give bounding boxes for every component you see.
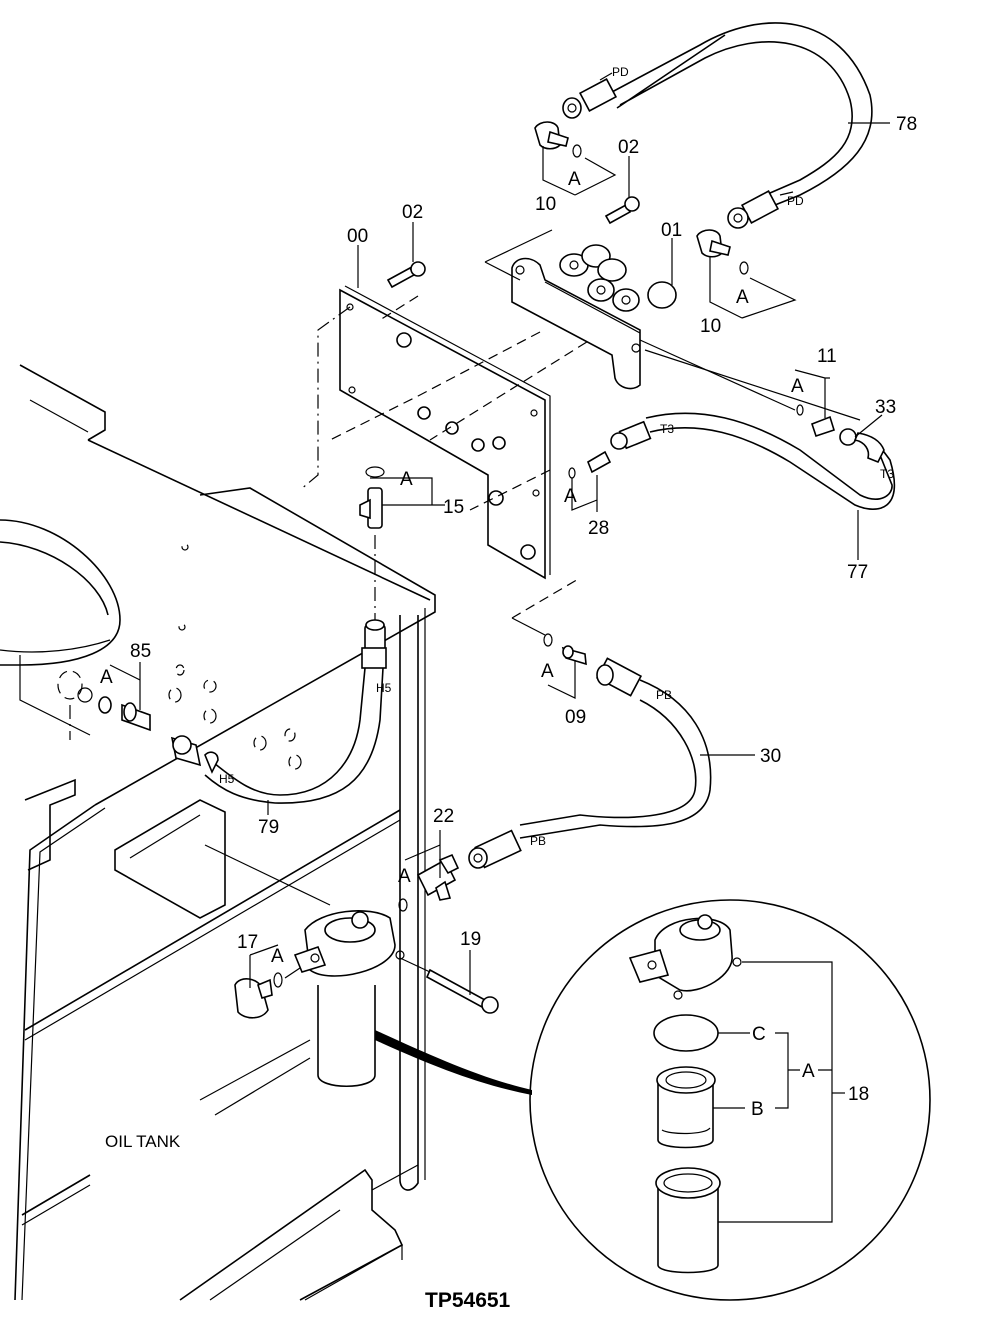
hose-code-t3-left: T3 [660,422,674,436]
mounting-plate [299,285,591,580]
letter-a-28: A [564,486,577,507]
plate-nuts [396,332,536,560]
tank-holes [168,543,302,770]
hose-30-fitting-top [595,657,643,697]
valve-ports [559,244,677,312]
letter-a-detail: A [802,1061,815,1082]
callout-78: 78 [896,114,917,135]
callout-18: 18 [848,1084,869,1105]
hose-78-fitting-top [562,78,618,119]
letter-a-09: A [541,661,554,682]
callout-85: 85 [130,641,151,662]
callout-02-left: 02 [402,202,423,223]
letter-a-15: A [400,469,413,490]
adapter-28 [568,450,612,479]
callout-79: 79 [258,817,279,838]
hose-78-fitting-bottom [727,190,780,229]
letter-b-detail: B [751,1099,764,1120]
valve-block [511,244,861,421]
callout-77: 77 [847,562,868,583]
callout-00: 00 [347,226,368,247]
filter-head [293,910,405,995]
callout-28: 28 [588,518,609,539]
hose-code-pb-bottom: PB [530,834,546,848]
hose-code-labels: PD PD T3 T3 H5 H5 PB PB [219,65,894,848]
letter-a-top: A [568,169,581,190]
hose-code-pd-bottom: PD [787,194,804,208]
hose-code-pb-top: PB [656,688,672,702]
letter-a-17: A [271,946,284,967]
letter-a-22: A [398,866,411,887]
callout-19: 19 [460,929,481,950]
hose-77-fitting [610,420,652,450]
elbow-10-top [534,121,582,158]
letter-a-right: A [736,287,749,308]
subgroup-labels: A A A A A A A A A C A B [100,169,815,1120]
tee-fitting-22 [398,853,460,912]
elbow-17 [234,967,301,1019]
callout-02-top: 02 [618,137,639,158]
adapter-09 [511,577,587,666]
callout-33: 33 [875,397,896,418]
callout-10-top: 10 [535,194,556,215]
detail-filter-head [628,914,742,1000]
hose-code-pd-top: PD [612,65,629,79]
hose-78 [562,22,873,229]
leader-lines [109,72,890,995]
hose-code-h5-bottom: H5 [219,772,235,786]
letter-c-detail: C [752,1024,766,1045]
hose-30 [468,657,712,869]
bolt-02-left [386,261,426,289]
callout-15: 15 [443,497,464,518]
adapter-11 [796,404,835,438]
filter-detail-circle [529,899,931,1301]
tee-fitting-15 [359,466,385,620]
adapter-85 [57,670,151,740]
hose-79 [170,619,387,804]
letter-a-85: A [100,667,113,688]
detail-leader [375,1030,532,1095]
letter-a-11: A [791,376,804,397]
callout-labels: 78 02 10 02 00 01 10 11 33 77 15 28 85 0… [130,114,917,1105]
flange-link-line [204,844,331,906]
callout-30: 30 [760,746,781,767]
callout-01: 01 [661,220,682,241]
figure-id: TP54651 [425,1289,511,1312]
bolt-02-top [604,196,640,225]
bolt-19 [399,957,499,1014]
hose-code-t3-right: T3 [880,467,894,481]
hose-30-fitting-bottom [468,829,522,869]
callout-10-right: 10 [700,316,721,337]
filter-canister [317,985,376,1088]
hose-77 [610,412,896,511]
elbow-10-right [696,229,749,275]
hose-79-fitting [170,735,219,774]
oil-tank-label: OIL TANK [105,1132,181,1151]
detail-o-ring [653,1014,719,1052]
elbow-33 [839,428,885,464]
oil-tank-body [0,364,436,1301]
detail-element [656,1066,716,1149]
callout-22: 22 [433,806,454,827]
callout-11: 11 [817,346,837,367]
detail-canister [655,1167,721,1274]
callout-09: 09 [565,707,586,728]
hose-code-h5-top: H5 [376,681,392,695]
callout-17: 17 [237,932,258,953]
